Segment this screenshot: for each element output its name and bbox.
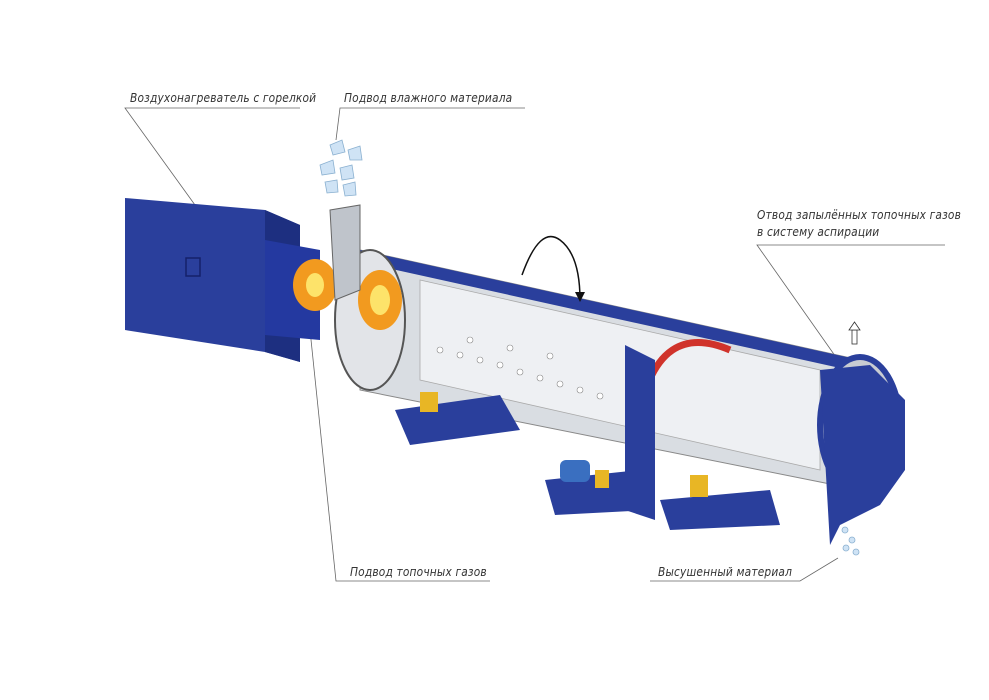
flame-icon [293,259,402,330]
wet-material-icon [319,139,363,197]
leader-lines [124,107,945,582]
up-arrow-icon [848,321,861,345]
dusty-gas-outlet-label-line2: в систему аспирации [757,224,880,239]
dried-material-label: Высушенный материал [658,564,793,579]
air-heater-label: Воздухонагреватель с горелкой [130,90,317,105]
outlet-chamber [820,365,905,545]
air-heater [125,198,320,362]
dried-material-icon [841,526,860,556]
wet-material-chute [329,204,361,301]
dusty-gas-outlet-label-line1: Отвод запылённых топочных газов [757,207,962,222]
drum [334,249,903,496]
flue-gas-inlet-label: Подвод топочных газов [350,564,487,579]
wet-material-inlet-label: Подвод влажного материала [344,90,513,105]
supports [395,345,780,530]
gas-flow-arrow-icon [521,235,581,301]
